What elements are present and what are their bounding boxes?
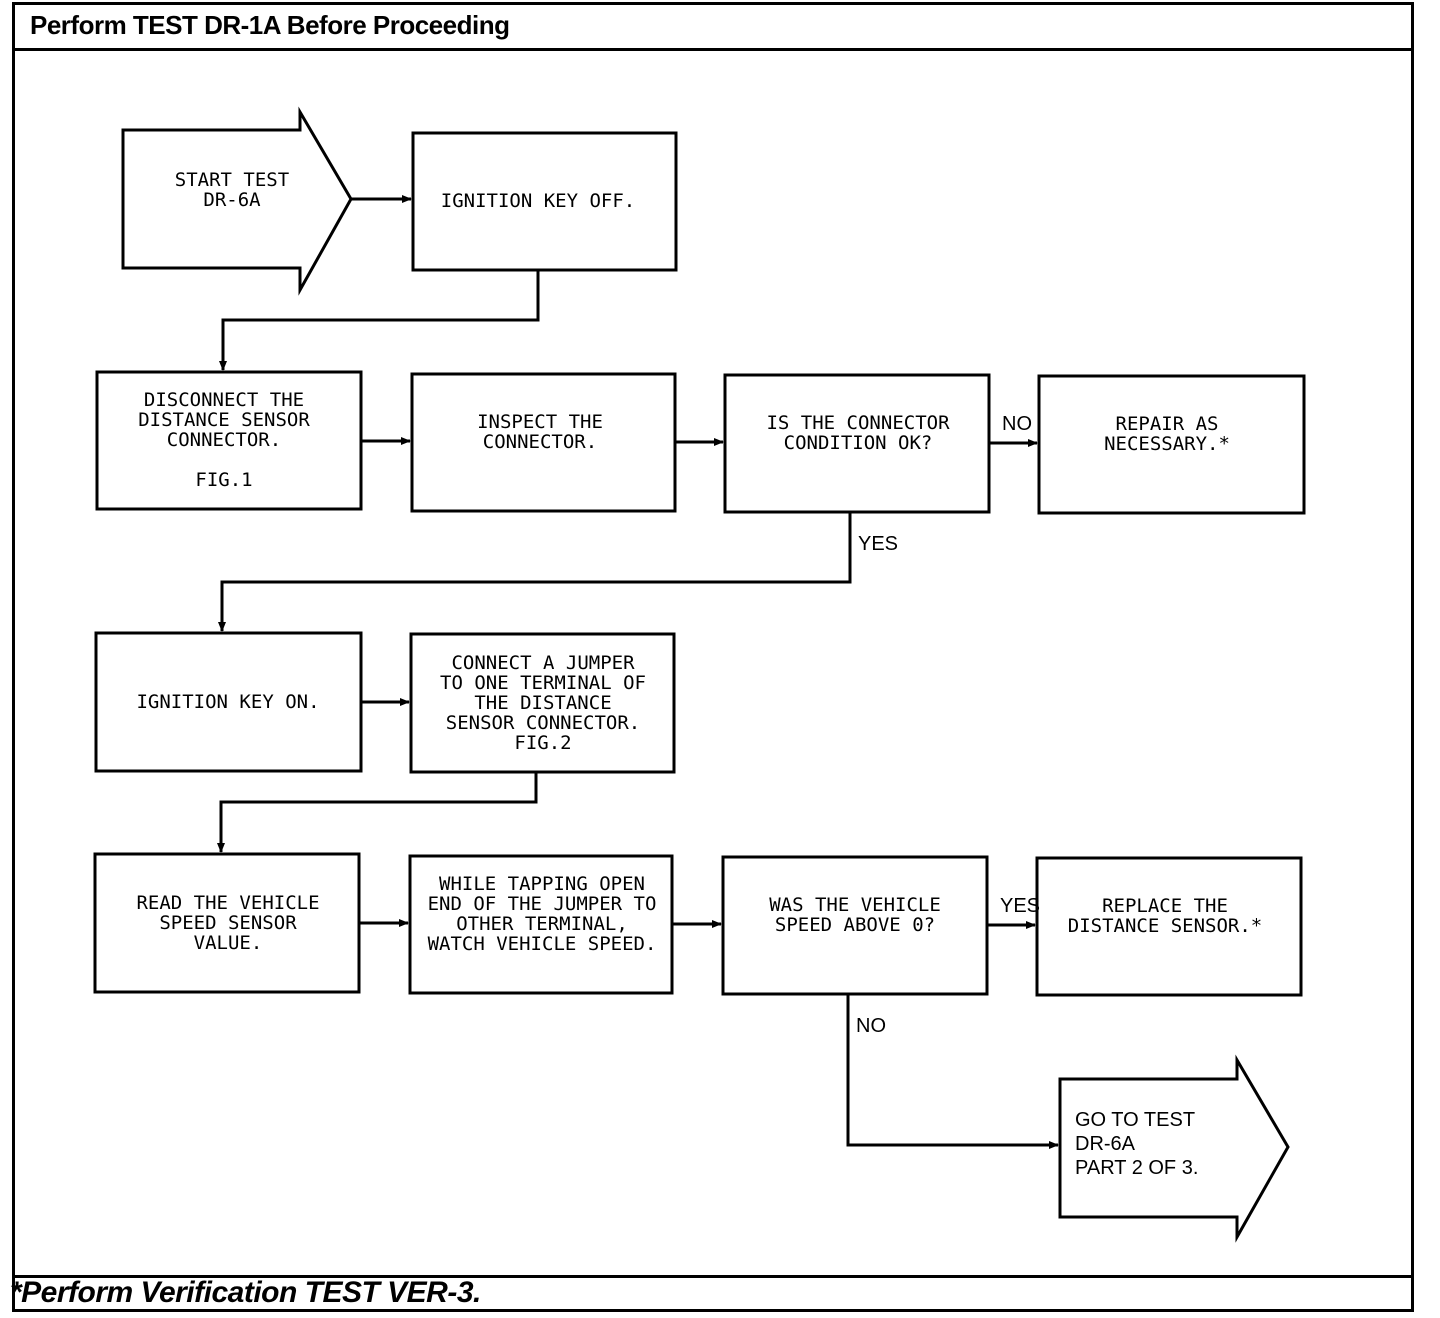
text-line: CONNECTOR. xyxy=(167,429,281,451)
page-title: Perform TEST DR-1A Before Proceeding xyxy=(30,10,510,40)
text-line: SPEED SENSOR xyxy=(159,912,297,934)
ignition-on-text: IGNITION KEY ON. xyxy=(136,691,319,713)
text-line: WAS THE VEHICLE xyxy=(769,894,941,916)
text-line: DISTANCE SENSOR.* xyxy=(1068,915,1262,937)
text-line: IGNITION KEY ON. xyxy=(136,691,319,713)
text-line: REPLACE THE xyxy=(1102,895,1228,917)
text-line: FIG.2 xyxy=(514,732,571,754)
text-line: END OF THE JUMPER TO xyxy=(428,893,657,915)
jumper-box xyxy=(409,632,676,774)
text-line: NECESSARY.* xyxy=(1104,433,1230,455)
ignition-off-text: IGNITION KEY OFF. xyxy=(441,190,635,212)
text-line: FIG.1 xyxy=(195,469,252,491)
ignition-off-box xyxy=(411,131,678,272)
connector-decision-no-to-goto xyxy=(846,994,1059,1149)
text-line: VALUE. xyxy=(194,932,263,954)
text-line: IGNITION KEY OFF. xyxy=(441,190,635,212)
goto-arrow-shape xyxy=(1058,1054,1290,1243)
text-line: INSPECT THE xyxy=(477,411,603,433)
decision-yes-label: YES xyxy=(858,533,898,555)
text-line: IS THE CONNECTOR xyxy=(766,412,950,434)
text-line: GO TO TEST xyxy=(1075,1109,1195,1131)
text-line: OTHER TERMINAL, xyxy=(456,913,628,935)
text-line: SENSOR CONNECTOR. xyxy=(446,712,640,734)
text-line: WATCH VEHICLE SPEED. xyxy=(428,933,657,955)
text-line: TO ONE TERMINAL OF xyxy=(440,672,646,694)
text-line: PART 2 OF 3. xyxy=(1075,1157,1198,1179)
footer-divider xyxy=(12,1275,1414,1278)
text-line: CONNECTOR. xyxy=(483,431,597,453)
text-line: DR-6A xyxy=(1075,1133,1136,1155)
text-line: CONDITION OK? xyxy=(784,432,933,454)
text-line: DR-6A xyxy=(203,189,261,211)
text-line: DISCONNECT THE xyxy=(144,389,304,411)
footer-note: *Perform Verification TEST VER-3. xyxy=(10,1276,481,1309)
text-line: START TEST xyxy=(175,169,289,191)
start-arrow-shape xyxy=(121,106,353,296)
header-divider xyxy=(12,48,1414,51)
decision-no-label: NO xyxy=(1002,413,1032,435)
speed-no-label: NO xyxy=(856,1015,886,1037)
text-line: THE DISTANCE xyxy=(474,692,611,714)
text-line: CONNECT A JUMPER xyxy=(451,652,635,674)
text-line: REPAIR AS xyxy=(1116,413,1219,435)
connector-jumper-to-read-speed xyxy=(217,772,538,853)
repair-box xyxy=(1037,374,1306,515)
connector-decision-yes-to-ignition-on xyxy=(218,512,852,632)
text-line: WHILE TAPPING OPEN xyxy=(439,873,645,895)
connector-ignition-off-to-disconnect xyxy=(219,270,540,371)
text-line: DISTANCE SENSOR xyxy=(138,409,310,431)
diagram-frame xyxy=(12,2,1414,1312)
text-line: SPEED ABOVE 0? xyxy=(775,914,935,936)
text-line: READ THE VEHICLE xyxy=(136,892,319,914)
replace-box xyxy=(1035,856,1303,997)
speed-yes-label: YES xyxy=(1000,895,1040,917)
